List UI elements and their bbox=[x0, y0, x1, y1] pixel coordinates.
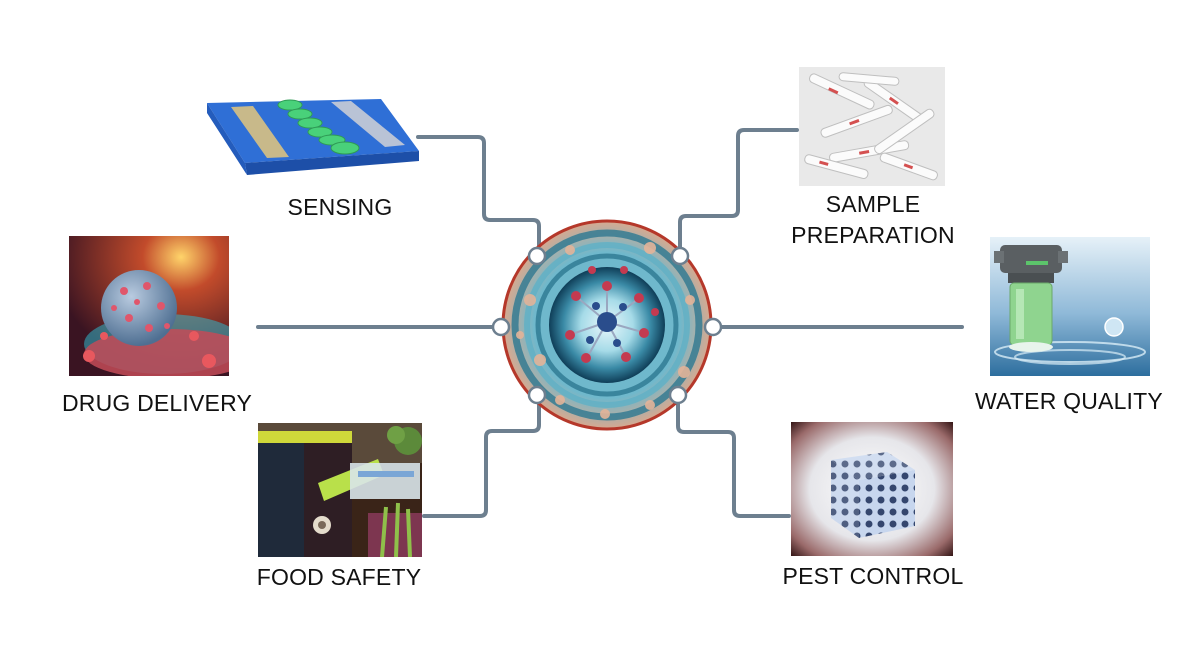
label-water-quality: WATER QUALITY bbox=[975, 388, 1163, 414]
water-quality-image bbox=[990, 237, 1150, 376]
node-sample bbox=[670, 246, 690, 266]
label-pest-control: PEST CONTROL bbox=[782, 563, 964, 589]
connector-sensing bbox=[416, 135, 541, 257]
node-sensing bbox=[527, 246, 547, 266]
food-safety-image bbox=[258, 423, 422, 557]
center-nanostructure bbox=[501, 219, 713, 431]
connector-food bbox=[422, 393, 541, 518]
connector-sample bbox=[678, 128, 799, 257]
node-food bbox=[527, 385, 547, 405]
connector-pest bbox=[676, 393, 791, 518]
label-sample-preparation: SAMPLE PREPARATION bbox=[783, 189, 963, 251]
node-drug bbox=[491, 317, 511, 337]
label-sensing: SENSING bbox=[287, 194, 393, 220]
pest-control-image bbox=[791, 422, 953, 556]
sample-preparation-image bbox=[799, 67, 945, 186]
drug-delivery-image bbox=[69, 236, 229, 376]
node-water bbox=[703, 317, 723, 337]
label-food-safety: FOOD SAFETY bbox=[256, 564, 422, 590]
label-sample-line2: PREPARATION bbox=[791, 222, 955, 248]
label-sample-line1: SAMPLE bbox=[825, 191, 921, 217]
label-drug-delivery: DRUG DELIVERY bbox=[61, 390, 253, 416]
sensing-image bbox=[205, 95, 421, 177]
node-pest bbox=[668, 385, 688, 405]
